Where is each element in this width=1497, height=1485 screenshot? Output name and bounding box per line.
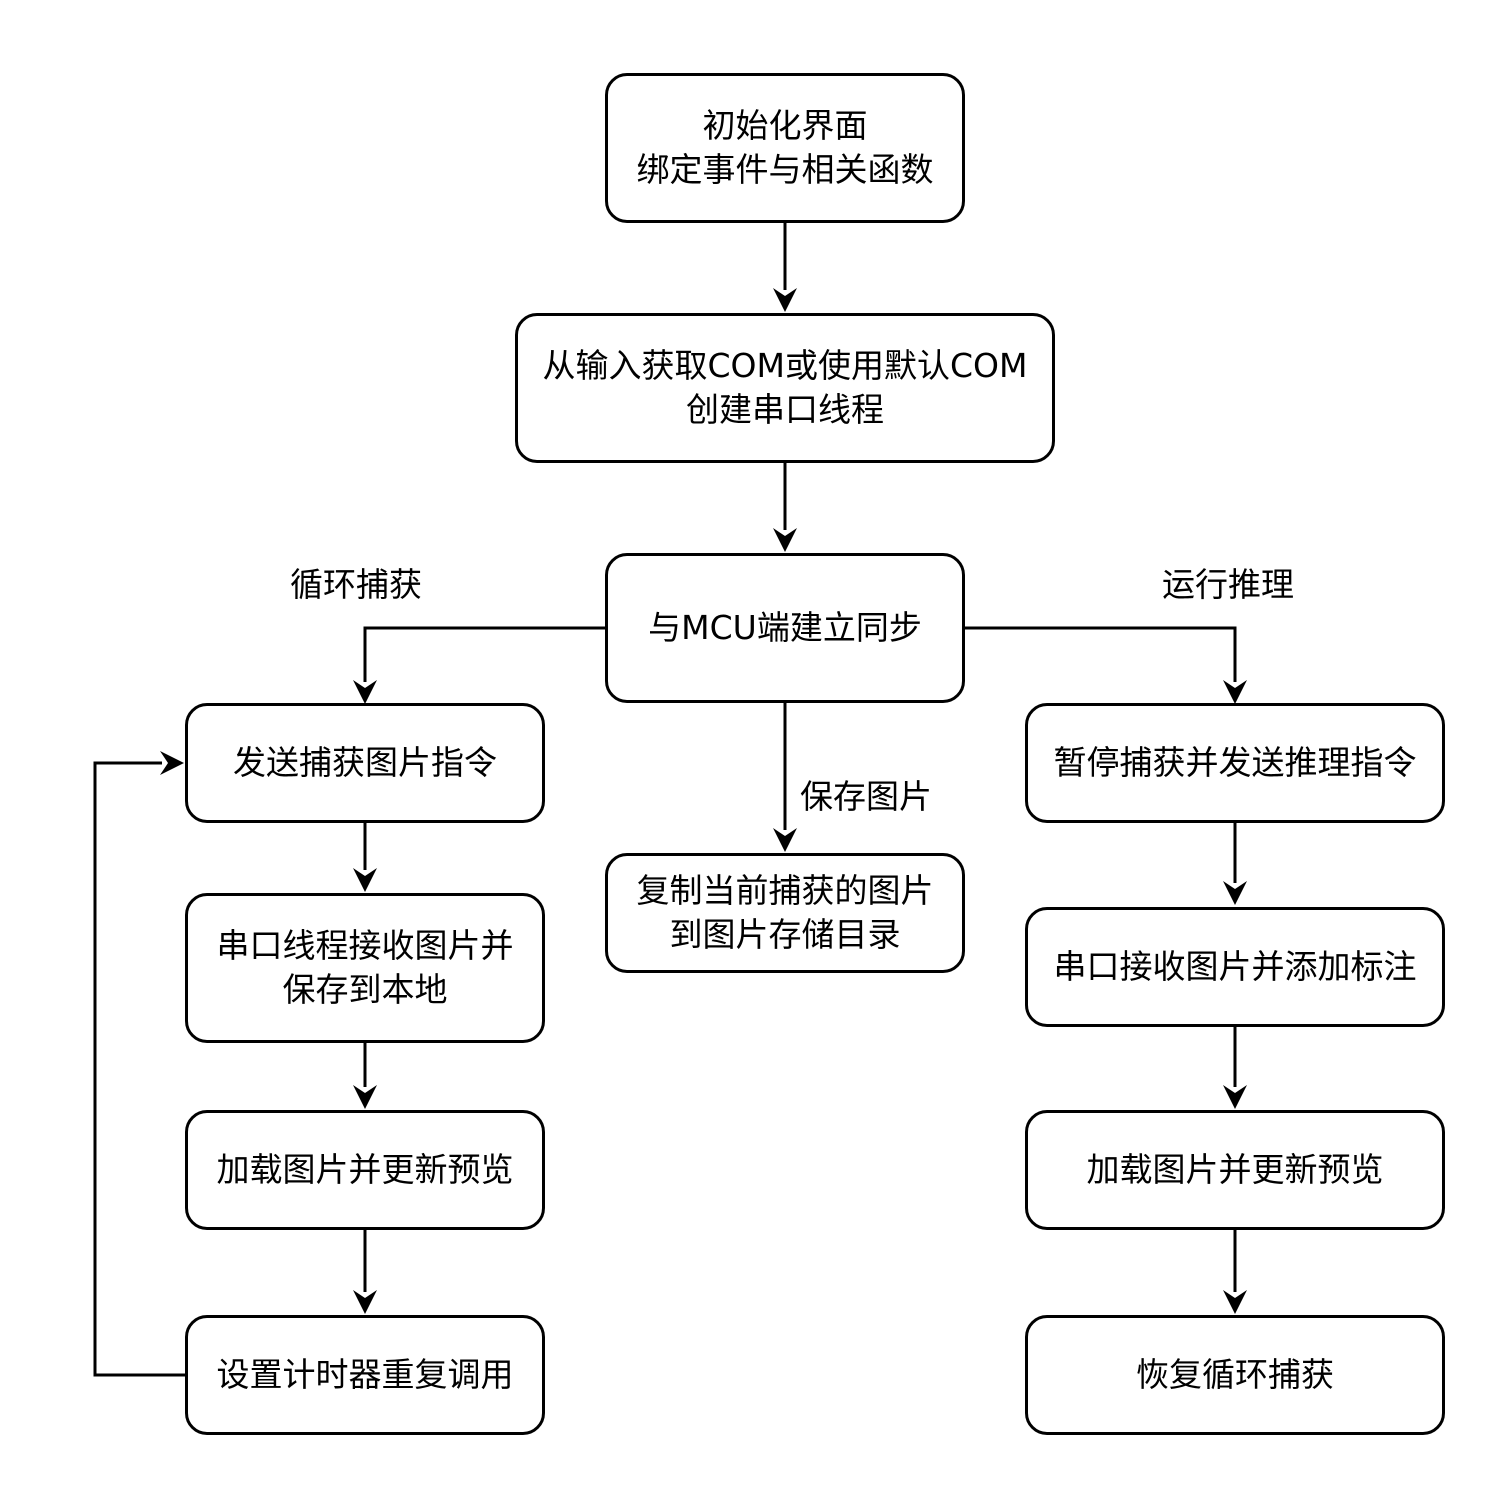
- node-receive-annotate: 串口接收图片并添加标注: [1025, 907, 1445, 1027]
- node-init: 初始化界面 绑定事件与相关函数: [605, 73, 965, 223]
- node-load-preview-left: 加载图片并更新预览: [185, 1110, 545, 1230]
- node-send-capture: 发送捕获图片指令: [185, 703, 545, 823]
- node-sync: 与MCU端建立同步: [605, 553, 965, 703]
- edge-sync-to-send-capture: [363, 626, 605, 682]
- edge-timer-loop-back: [93, 761, 185, 1377]
- edge-sync-to-pause-infer: [964, 626, 1237, 682]
- label-loop-capture: 循环捕获: [290, 563, 422, 607]
- node-pause-infer: 暂停捕获并发送推理指令: [1025, 703, 1445, 823]
- node-copy-image: 复制当前捕获的图片 到图片存储目录: [605, 853, 965, 973]
- node-timer: 设置计时器重复调用: [185, 1315, 545, 1435]
- node-serial: 从输入获取COM或使用默认COM 创建串口线程: [515, 313, 1055, 463]
- node-resume: 恢复循环捕获: [1025, 1315, 1445, 1435]
- node-load-preview-right: 加载图片并更新预览: [1025, 1110, 1445, 1230]
- node-receive-save: 串口线程接收图片并 保存到本地: [185, 893, 545, 1043]
- label-save-image: 保存图片: [800, 775, 932, 819]
- label-run-inference: 运行推理: [1162, 563, 1294, 607]
